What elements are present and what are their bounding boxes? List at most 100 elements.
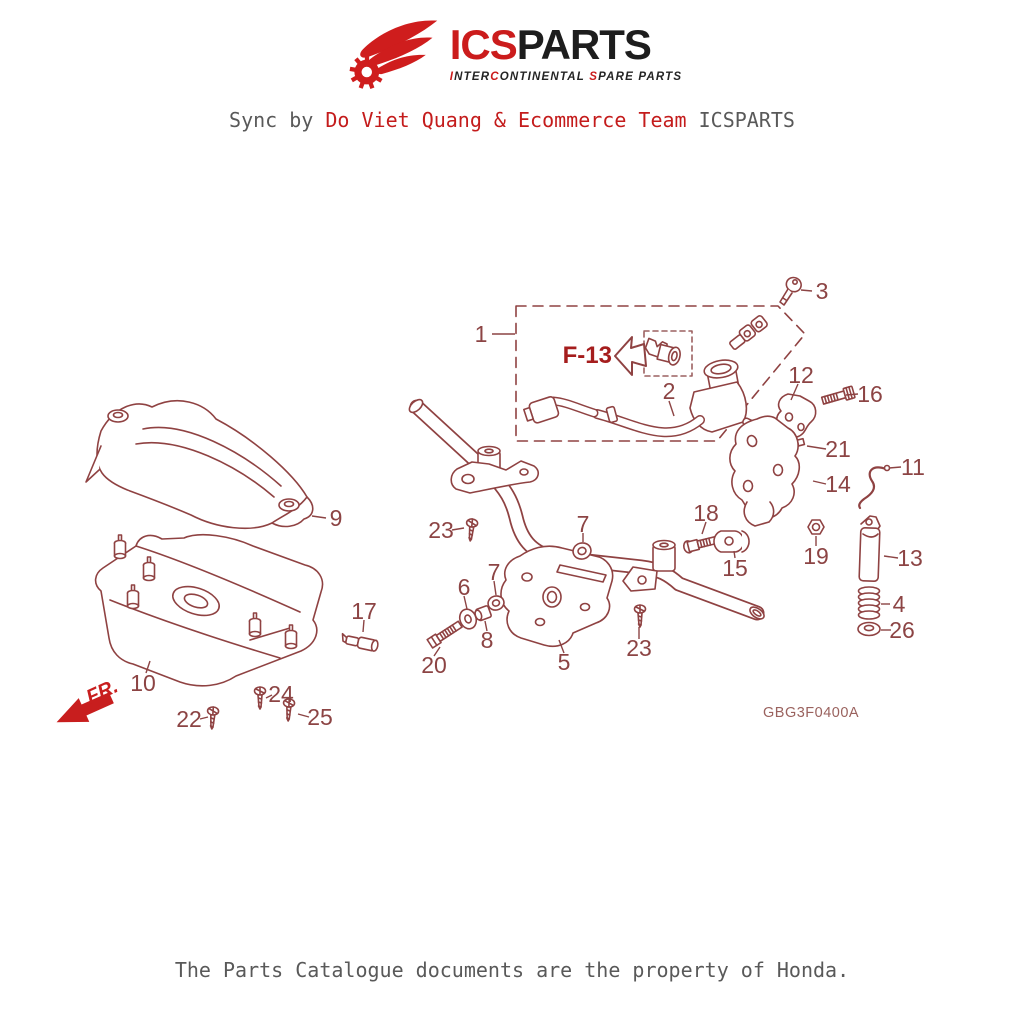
sync-credit-line: Sync by Do Viet Quang & Ecommerce Team I…	[229, 108, 795, 132]
part-number-label: 5	[558, 649, 571, 675]
handlebar-right-mount	[652, 539, 676, 572]
part-26-washer	[857, 621, 881, 637]
part-number-label: 13	[897, 545, 923, 571]
tagline-segment: I	[449, 70, 455, 83]
leader-line	[558, 639, 565, 654]
part-number-label: 18	[693, 500, 719, 526]
leader-line	[845, 393, 859, 396]
part-number-label: 2	[663, 378, 676, 404]
part-17-bolt	[341, 632, 379, 652]
leader-line	[800, 289, 813, 292]
handlebar-weld-block	[622, 566, 658, 592]
leader-line	[265, 694, 273, 699]
part-number-label: 16	[857, 381, 883, 407]
part-20-bolt	[426, 620, 463, 649]
part-9-upper-cover	[85, 399, 314, 530]
f13-reference-label: F-13	[563, 342, 612, 369]
drawing-code: GBG3F0400A	[763, 705, 859, 721]
part-23-screw-right	[633, 604, 647, 628]
part-number-label: 7	[488, 559, 501, 585]
part-number-label: 12	[788, 362, 814, 388]
part-10-lower-cover	[94, 533, 324, 687]
part-number-label: 23	[626, 635, 652, 661]
brand-tagline: INTERCONTINENTAL SPARE PARTS	[450, 71, 683, 83]
tagline-segment: C	[490, 70, 500, 83]
part-23-screw-left	[463, 517, 479, 543]
leader-line	[701, 521, 707, 535]
header: ICSPARTS INTERCONTINENTAL SPARE PARTS	[0, 12, 1024, 94]
part-4-spring	[857, 586, 881, 620]
part-5-bracket	[500, 545, 614, 648]
part-number-label: 21	[825, 436, 851, 462]
part-number-label: 23	[428, 517, 454, 543]
part-7-ring-lower	[487, 595, 505, 611]
footer-notice: The Parts Catalogue documents are the pr…	[174, 958, 850, 982]
tagline-segment: ONTINENTAL	[499, 70, 590, 83]
part-number-label: 7	[577, 511, 590, 537]
leader-line	[463, 595, 468, 610]
leader-line	[493, 580, 497, 596]
leader-line	[790, 383, 799, 401]
part-15-bushing	[713, 530, 750, 553]
part-number-label: 10	[130, 670, 156, 696]
leader-line	[733, 550, 736, 559]
part-3-key	[779, 276, 802, 306]
logo-text: ICSPARTS INTERCONTINENTAL SPARE PARTS	[449, 20, 683, 83]
part-number-label: 11	[901, 454, 925, 480]
leader-line	[451, 527, 465, 531]
part-number-label: 15	[722, 555, 748, 581]
part-11-wire	[858, 464, 891, 510]
brand-name: ICSPARTS	[449, 20, 652, 68]
part-8-nut	[474, 605, 492, 622]
part-24-screw	[253, 686, 267, 710]
part-number-label: 4	[893, 591, 906, 617]
part-number-label: 24	[268, 681, 294, 707]
part-16-bolt	[820, 385, 856, 405]
handlebar-upper-bracket	[450, 460, 539, 494]
part-19-nut	[807, 519, 825, 535]
fr-arrow-icon	[56, 692, 114, 723]
part-number-label: 8	[481, 627, 494, 653]
part-number-label: 20	[421, 652, 447, 678]
logo-wing-gear-icon	[349, 20, 437, 89]
part-13-cylinder	[858, 515, 881, 582]
part-22-screw	[205, 705, 220, 731]
icsparts-logo: ICSPARTS INTERCONTINENTAL SPARE PARTS	[342, 12, 683, 94]
leader-line	[145, 660, 151, 674]
part-18-bolt	[682, 535, 718, 554]
leader-line	[484, 620, 488, 632]
part-7-ring-upper	[572, 542, 592, 560]
group-box-dashed	[515, 305, 806, 442]
leader-line	[883, 555, 899, 559]
f13-arrow-icon	[614, 336, 647, 376]
tagline-segment: PARE PARTS	[598, 70, 683, 83]
part-lock-tumblers	[729, 315, 768, 350]
part-number-label: 17	[351, 598, 377, 624]
leader-line	[362, 619, 365, 633]
part-number-label: 14	[825, 471, 851, 497]
tagline-segment: S	[589, 70, 599, 83]
leader-line	[806, 445, 827, 450]
part-number-label: 1	[475, 321, 488, 347]
leader-line	[888, 466, 902, 469]
leader-line	[311, 515, 327, 519]
leader-line	[297, 713, 310, 718]
part-number-label: 3	[816, 278, 829, 304]
fr-label: FR.	[83, 675, 121, 708]
leader-line	[199, 716, 209, 720]
part-number-label: 9	[330, 505, 343, 531]
part-lock-cylinder	[644, 337, 681, 366]
leader-line	[668, 400, 675, 417]
part-14-bracket	[729, 415, 801, 527]
leader-line	[433, 646, 441, 657]
handlebar-pipe	[408, 398, 765, 621]
part-number-label: 26	[889, 617, 915, 643]
part-number-label: 19	[803, 543, 829, 569]
part-number-label: 22	[176, 706, 202, 732]
leader-line	[812, 480, 827, 485]
part-number-label: 25	[307, 704, 333, 730]
part-number-label: 6	[458, 574, 471, 600]
tagline-segment: NTER	[454, 70, 491, 83]
